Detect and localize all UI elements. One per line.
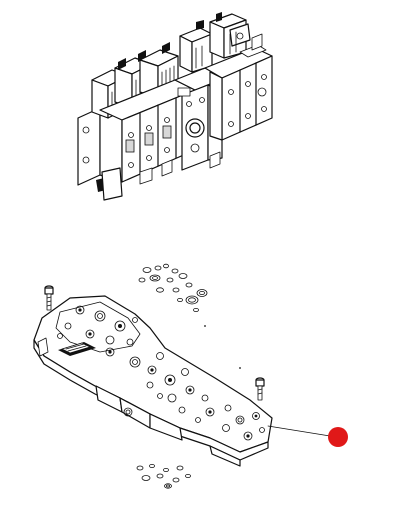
identification-label [58,342,96,356]
right-valve-section [204,33,273,141]
mounting-plate [33,295,273,467]
valve-block-assembly [77,12,273,201]
plate-ports [57,305,265,441]
bottom-lugs [139,151,221,185]
callout-leader [267,425,348,447]
mounting-plate-exploded-view [33,263,348,489]
mounting-bolt-left [44,285,54,311]
left-end-cap [77,107,123,201]
callout-marker[interactable] [328,427,348,447]
left-valve-section [99,79,196,183]
mounting-bolt-right [255,377,265,401]
seal-ring-cluster-bottom [136,463,191,489]
right-solenoid-tower [179,12,251,73]
seal-ring-cluster-top [138,263,208,312]
